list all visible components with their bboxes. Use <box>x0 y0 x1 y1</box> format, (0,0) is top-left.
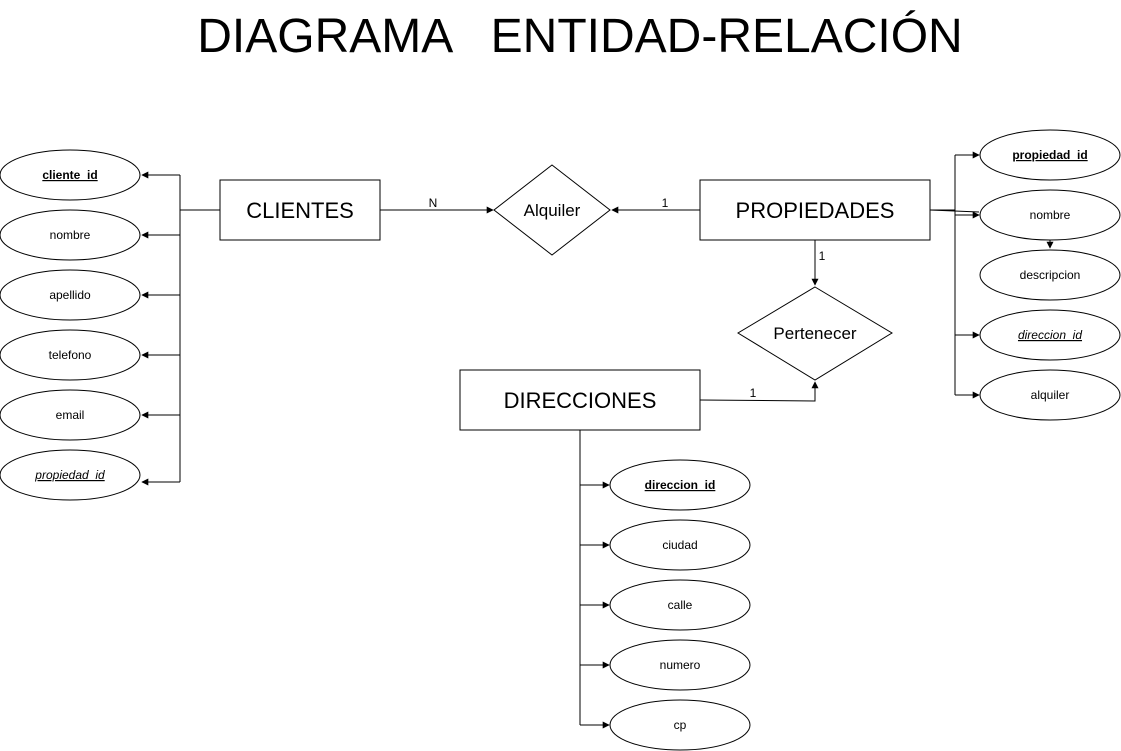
relationship-label: Pertenecer <box>773 324 856 343</box>
attribute-label: apellido <box>49 288 91 302</box>
attribute-label: direccion_id <box>645 478 716 492</box>
attribute-clientes-nombre[interactable]: nombre <box>0 209 141 261</box>
attribute-cp[interactable]: cp <box>609 699 751 751</box>
attribute-label: nombre <box>1030 208 1071 222</box>
relationship-alquiler[interactable]: Alquiler <box>493 164 611 256</box>
relationship-pertenecer[interactable]: Pertenecer <box>737 286 893 381</box>
attribute-label: calle <box>668 598 693 612</box>
attribute-label: propiedad_id <box>34 468 105 482</box>
attribute-direcciones-direccion-id[interactable]: direccion_id <box>609 459 751 511</box>
clientes-attribute-trunk <box>179 175 220 482</box>
cardinality-propiedades-pertenecer: 1 <box>819 249 826 263</box>
attribute-label: email <box>56 408 85 422</box>
attribute-label: cp <box>674 718 687 732</box>
cardinality-direcciones-pertenecer: 1 <box>750 386 757 400</box>
relationship-label: Alquiler <box>524 201 581 220</box>
edge-propiedades-nombre-direct <box>929 209 980 213</box>
entity-direcciones[interactable]: DIRECCIONES <box>459 369 701 431</box>
entity-label: PROPIEDADES <box>736 198 895 223</box>
propiedades-attribute-trunk <box>930 155 956 395</box>
attribute-propiedades-nombre[interactable]: nombre <box>979 189 1121 241</box>
attribute-label: direccion_id <box>1018 328 1082 342</box>
attribute-email[interactable]: email <box>0 389 141 441</box>
entity-clientes[interactable]: CLIENTES <box>219 179 381 241</box>
attribute-label: propiedad_id <box>1012 148 1087 162</box>
attribute-label: cliente_id <box>42 168 97 182</box>
attribute-label: numero <box>660 658 701 672</box>
attribute-cliente-id[interactable]: cliente_id <box>0 149 141 201</box>
entity-label: CLIENTES <box>246 198 354 223</box>
attribute-calle[interactable]: calle <box>609 579 751 631</box>
attribute-label: telefono <box>49 348 92 362</box>
entity-label: DIRECCIONES <box>504 388 657 413</box>
attribute-alquiler[interactable]: alquiler <box>979 369 1121 421</box>
edge-direcciones-pertenecer <box>699 381 819 402</box>
cardinality-clientes-alquiler: N <box>429 196 438 210</box>
cardinality-propiedades-alquiler: 1 <box>662 196 669 210</box>
attribute-numero[interactable]: numero <box>609 639 751 691</box>
attribute-clientes-propiedad-id[interactable]: propiedad_id <box>0 449 141 501</box>
attribute-label: nombre <box>50 228 91 242</box>
attribute-descripcion[interactable]: descripcion <box>979 249 1121 301</box>
attribute-ciudad[interactable]: ciudad <box>609 519 751 571</box>
attribute-apellido[interactable]: apellido <box>0 269 141 321</box>
attribute-telefono[interactable]: telefono <box>0 329 141 381</box>
entity-propiedades[interactable]: PROPIEDADES <box>699 179 931 241</box>
attribute-propiedades-propiedad-id[interactable]: propiedad_id <box>979 129 1121 181</box>
attribute-label: alquiler <box>1031 388 1070 402</box>
diagram-title: DIAGRAMA ENTIDAD-RELACIÓN <box>197 9 962 63</box>
attribute-propiedades-direccion-id[interactable]: direccion_id <box>979 309 1121 361</box>
attribute-label: descripcion <box>1020 268 1081 282</box>
attribute-label: ciudad <box>662 538 697 552</box>
